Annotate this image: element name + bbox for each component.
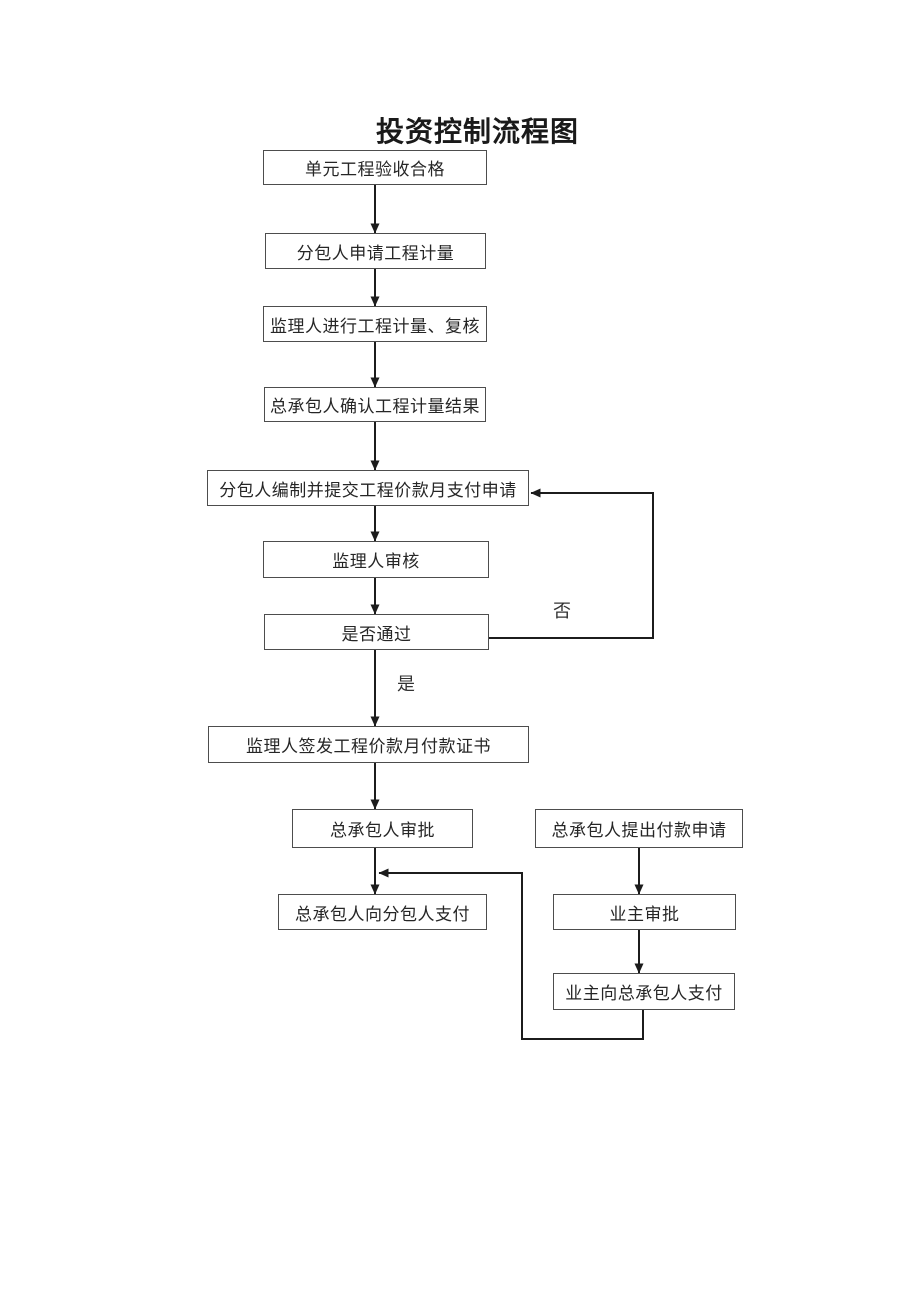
flow-node-label: 监理人审核	[332, 552, 420, 571]
flow-node-subcontractor-payment-application: 分包人编制并提交工程价款月支付申请	[207, 470, 529, 506]
flow-node-contractor-confirm-measurement: 总承包人确认工程计量结果	[264, 387, 486, 422]
flow-node-label: 监理人进行工程计量、复核	[270, 316, 480, 336]
flow-node-subcontractor-measurement-request: 分包人申请工程计量	[265, 233, 486, 269]
flow-node-label: 总承包人向分包人支付	[295, 904, 470, 924]
flow-node-decision-pass: 是否通过	[264, 614, 489, 650]
flow-node-label: 业主审批	[609, 904, 680, 924]
flow-node-supervisor-measurement-review: 监理人进行工程计量、复核	[263, 306, 487, 342]
flow-node-unit-acceptance: 单元工程验收合格	[263, 150, 487, 185]
flow-node-label: 分包人申请工程计量	[296, 243, 455, 263]
flow-node-owner-approval: 业主审批	[553, 894, 736, 930]
page-title: 投资控制流程图	[375, 117, 579, 148]
flow-node-owner-pay-contractor: 业主向总承包人支付	[553, 973, 735, 1010]
flow-node-contractor-payment-request: 总承包人提出付款申请	[535, 809, 743, 848]
flow-node-contractor-pay-subcontractor: 总承包人向分包人支付	[278, 894, 487, 930]
flow-node-label: 总承包人审批	[330, 821, 435, 840]
flow-node-label: 分包人编制并提交工程价款月支付申请	[219, 480, 517, 500]
flow-node-label: 监理人签发工程价款月付款证书	[246, 737, 491, 756]
arrow-owner-pay-to-subcontractor-pay	[378, 868, 644, 1040]
flow-node-supervisor-audit: 监理人审核	[263, 541, 489, 578]
flow-node-label: 总承包人提出付款申请	[551, 821, 727, 840]
flow-node-supervisor-issue-certificate: 监理人签发工程价款月付款证书	[208, 726, 529, 763]
flow-node-label: 总承包人确认工程计量结果	[270, 397, 480, 416]
flow-node-contractor-approval: 总承包人审批	[292, 809, 473, 848]
flow-node-label: 是否通过	[341, 624, 412, 644]
flow-node-label: 单元工程验收合格	[305, 160, 445, 179]
arrow-decision-no-loopback	[489, 488, 654, 639]
flow-node-label: 业主向总承包人支付	[565, 984, 723, 1003]
edge-label-no: 否	[553, 601, 571, 621]
edge-label-yes: 是	[397, 674, 415, 694]
